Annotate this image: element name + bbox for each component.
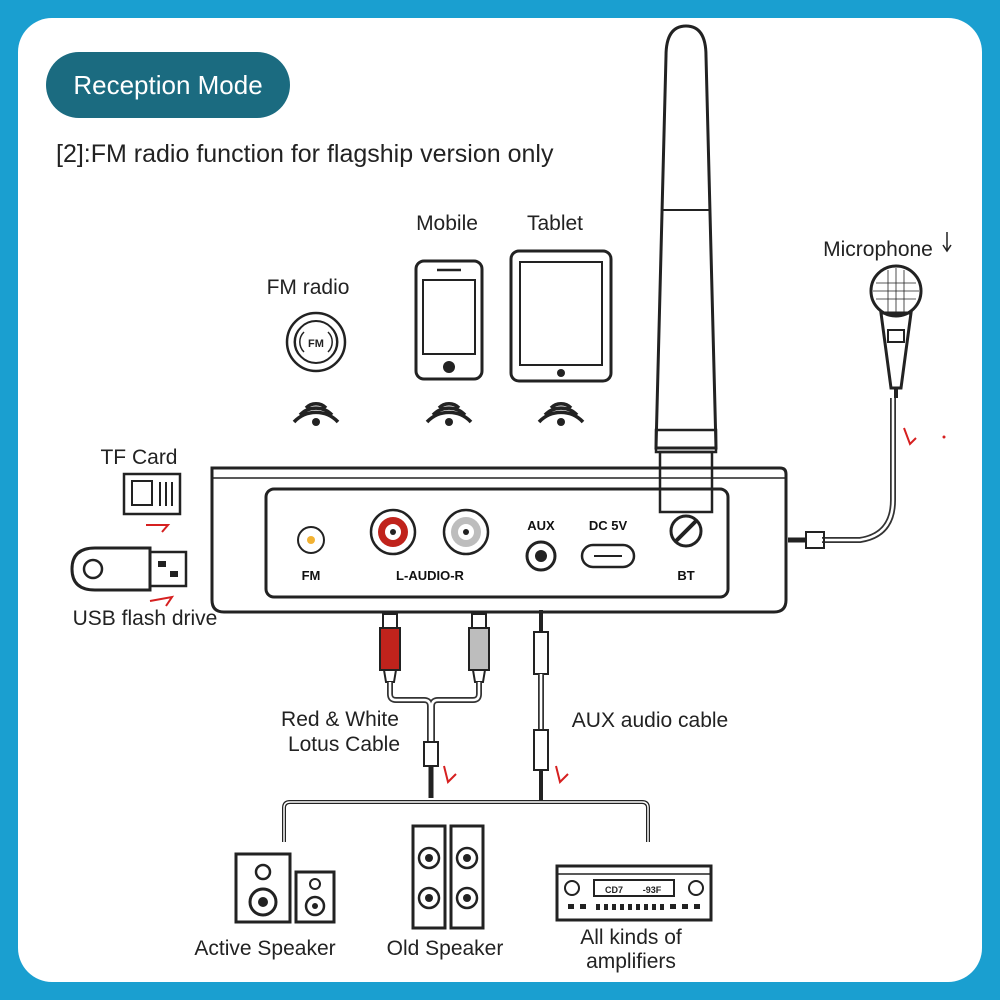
fm-badge-text: FM — [308, 338, 324, 350]
lotus-cable-label-line1: Red & White — [281, 708, 399, 731]
tf-card-icon — [122, 472, 182, 516]
tf-card-label: TF Card — [100, 446, 177, 469]
tablet-icon — [509, 249, 613, 383]
amplifiers-label-line1: All kinds of — [580, 926, 682, 949]
tablet-label: Tablet — [527, 212, 583, 235]
dc-5v-port-label: DC 5V — [589, 518, 628, 533]
old-speaker-icon — [411, 824, 485, 930]
dc-5v-port[interactable] — [580, 543, 636, 569]
mobile-phone-icon — [414, 259, 484, 381]
fm-port[interactable] — [297, 526, 325, 554]
microphone-direction-arrow — [903, 427, 917, 446]
diagram-card: Reception Mode [2]:FM radio function for… — [18, 18, 982, 982]
audio-right-port-white[interactable] — [442, 508, 490, 556]
connection-diagram: Reception Mode [2]:FM radio function for… — [46, 24, 952, 973]
microphone-label: Microphone — [823, 238, 933, 261]
fm-radio-label: FM radio — [267, 276, 350, 299]
microphone-icon — [869, 264, 923, 398]
aux-port[interactable] — [525, 540, 557, 572]
tablet-wireless-signal-icon — [537, 402, 585, 426]
microphone-cable — [822, 398, 896, 543]
aux-audio-cable — [533, 610, 549, 800]
fm-wireless-signal-icon — [292, 402, 340, 426]
mobile-wireless-signal-icon — [425, 402, 473, 426]
receiver-device — [210, 466, 788, 614]
red-white-lotus-cable — [379, 613, 490, 798]
active-speaker-label: Active Speaker — [194, 937, 335, 960]
aux-port-label: AUX — [527, 518, 555, 533]
active-speaker-icon — [234, 852, 336, 924]
aux-cable-direction-arrow — [555, 765, 569, 784]
old-speaker-label: Old Speaker — [387, 937, 504, 960]
bt-antenna — [654, 24, 718, 548]
usb-flash-drive-label: USB flash drive — [73, 607, 218, 630]
microphone-arrow-icon — [942, 232, 952, 253]
reception-mode-badge: Reception Mode — [46, 52, 290, 118]
version-note: [2]:FM radio function for flagship versi… — [56, 140, 554, 168]
usb-insert-arrow — [149, 595, 175, 607]
bt-port-label: BT — [677, 568, 694, 583]
audio-port-label: L-AUDIO-R — [396, 568, 464, 583]
output-bracket — [282, 800, 650, 842]
amp-display-left: CD7 — [605, 885, 623, 895]
reception-mode-label: Reception Mode — [73, 70, 262, 100]
lotus-cable-label-line2: Lotus Cable — [288, 733, 400, 756]
mobile-label: Mobile — [416, 212, 478, 235]
microphone-jack-plug — [788, 531, 825, 549]
tf-card-insert-arrow — [146, 524, 171, 533]
lotus-cable-direction-arrow — [443, 765, 457, 784]
audio-left-port-red[interactable] — [369, 508, 417, 556]
fm-radio-icon: FM — [285, 311, 347, 373]
amplifier-icon: CD7 -93F — [555, 864, 713, 922]
amplifiers-label-line2: amplifiers — [586, 950, 676, 973]
usb-flash-drive-icon — [70, 546, 188, 592]
amp-display-right: -93F — [643, 885, 662, 895]
aux-cable-label: AUX audio cable — [572, 709, 728, 732]
fm-port-label: FM — [302, 568, 321, 583]
